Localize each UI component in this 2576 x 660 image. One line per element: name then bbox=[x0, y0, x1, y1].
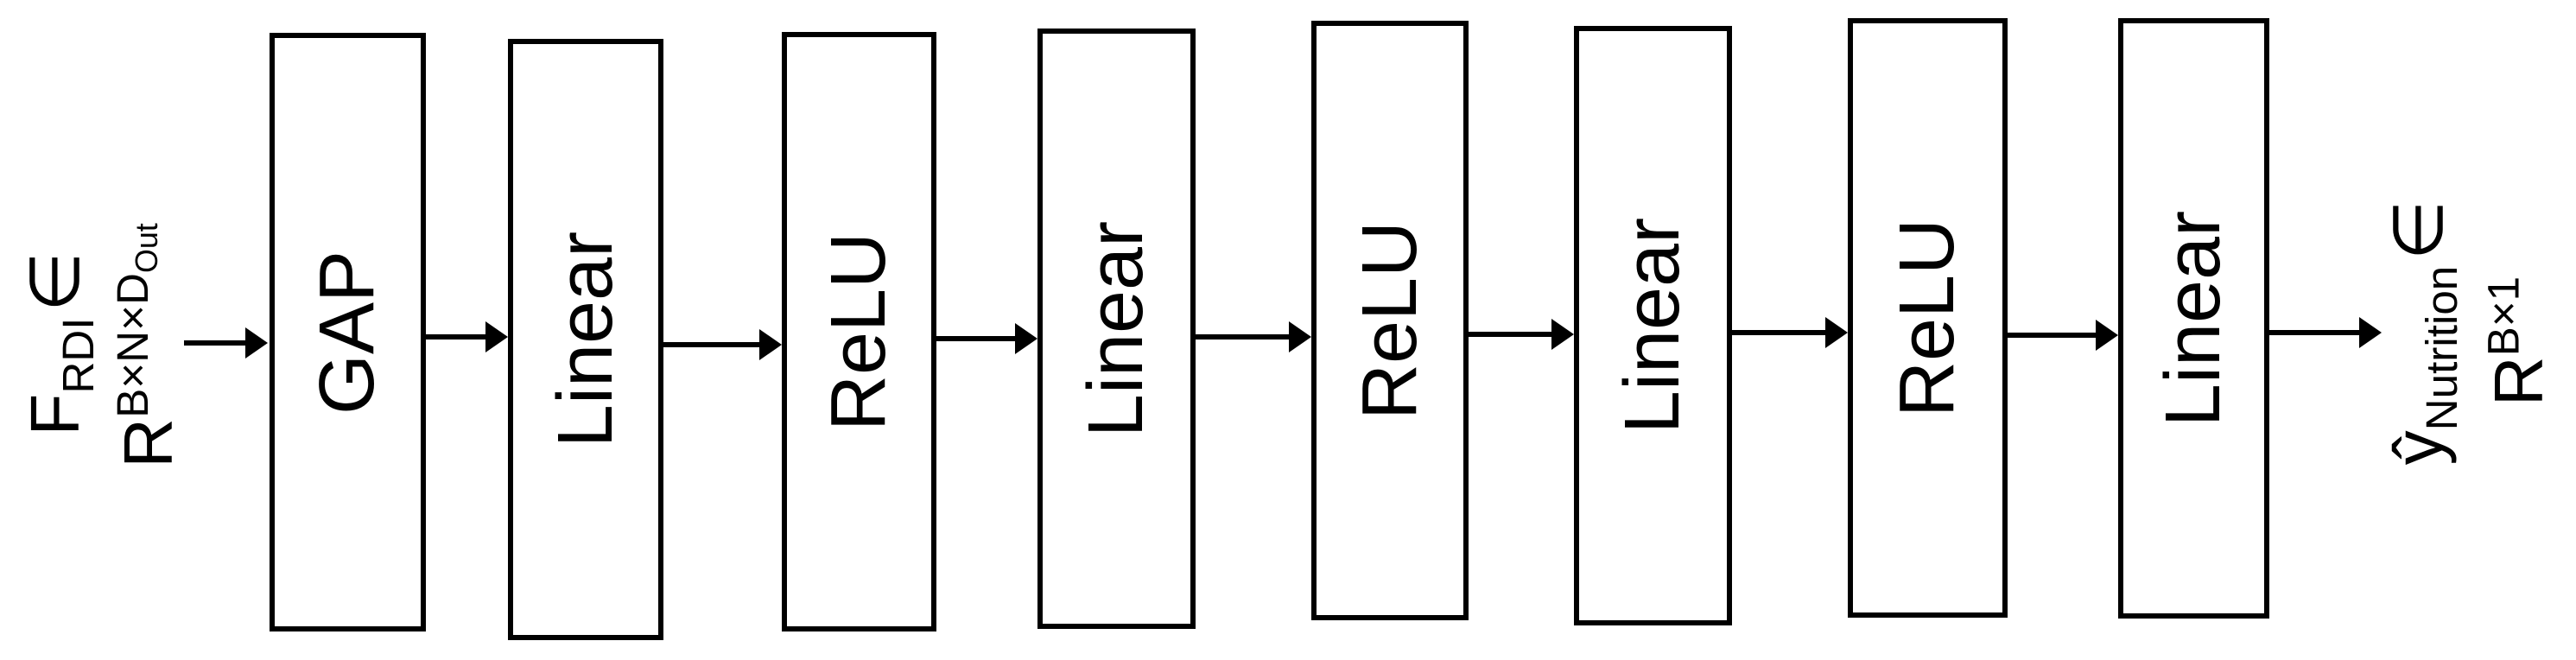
layer-label: ReLU bbox=[815, 232, 903, 432]
layer-label: ReLU bbox=[1884, 218, 1971, 418]
element-of-sign: ∈ bbox=[2380, 200, 2457, 261]
flow-arrow bbox=[426, 334, 485, 340]
input-space-dims: B×N×D bbox=[108, 273, 158, 418]
layer-label: GAP bbox=[304, 250, 391, 415]
layer-box-linear-4: Linear bbox=[2118, 18, 2269, 619]
layer-label: Linear bbox=[542, 231, 629, 448]
input-tensor-space-text: RB×N×DOut bbox=[108, 223, 187, 467]
flow-arrow bbox=[936, 336, 1015, 341]
layer-box-linear-2: Linear bbox=[1037, 29, 1196, 629]
layer-box-relu-3: ReLU bbox=[1848, 18, 2008, 618]
output-tensor-space-text: RB×1 bbox=[2478, 276, 2557, 406]
output-symbol-subscript: Nutrition bbox=[2417, 265, 2466, 431]
layer-box-linear-1: Linear bbox=[508, 39, 663, 640]
output-symbol: ŷ bbox=[2380, 430, 2457, 466]
layer-box-gap: GAP bbox=[270, 33, 426, 631]
layer-label: Linear bbox=[1073, 220, 1160, 437]
flow-arrow bbox=[1469, 332, 1551, 337]
input-symbol: F bbox=[16, 393, 93, 436]
output-space-dims: B×1 bbox=[2478, 276, 2528, 357]
layer-label: ReLU bbox=[1347, 220, 1434, 421]
input-flow-arrow bbox=[184, 340, 245, 346]
input-space-superscript: B×N×DOut bbox=[108, 223, 164, 418]
layer-label: Linear bbox=[1609, 217, 1697, 435]
output-flow-arrow bbox=[2269, 330, 2359, 335]
layer-box-linear-3: Linear bbox=[1574, 26, 1732, 625]
output-tensor-symbol: ŷNutrition∈ bbox=[2380, 200, 2466, 466]
flow-arrow bbox=[1732, 330, 1825, 335]
layer-box-relu-1: ReLU bbox=[782, 32, 936, 631]
real-space-symbol: R bbox=[110, 417, 187, 468]
flow-arrow bbox=[1196, 334, 1289, 340]
flow-arrow bbox=[663, 342, 759, 347]
layer-box-relu-2: ReLU bbox=[1311, 21, 1469, 620]
layer-label: Linear bbox=[2150, 210, 2237, 427]
element-of-sign: ∈ bbox=[16, 251, 93, 313]
input-space-dims-subscript: Out bbox=[130, 223, 165, 274]
flow-arrow bbox=[2008, 333, 2096, 338]
input-symbol-subscript: RDI bbox=[54, 317, 103, 394]
real-space-symbol: R bbox=[2480, 356, 2557, 407]
input-tensor-symbol: FRDI∈ bbox=[16, 251, 103, 435]
